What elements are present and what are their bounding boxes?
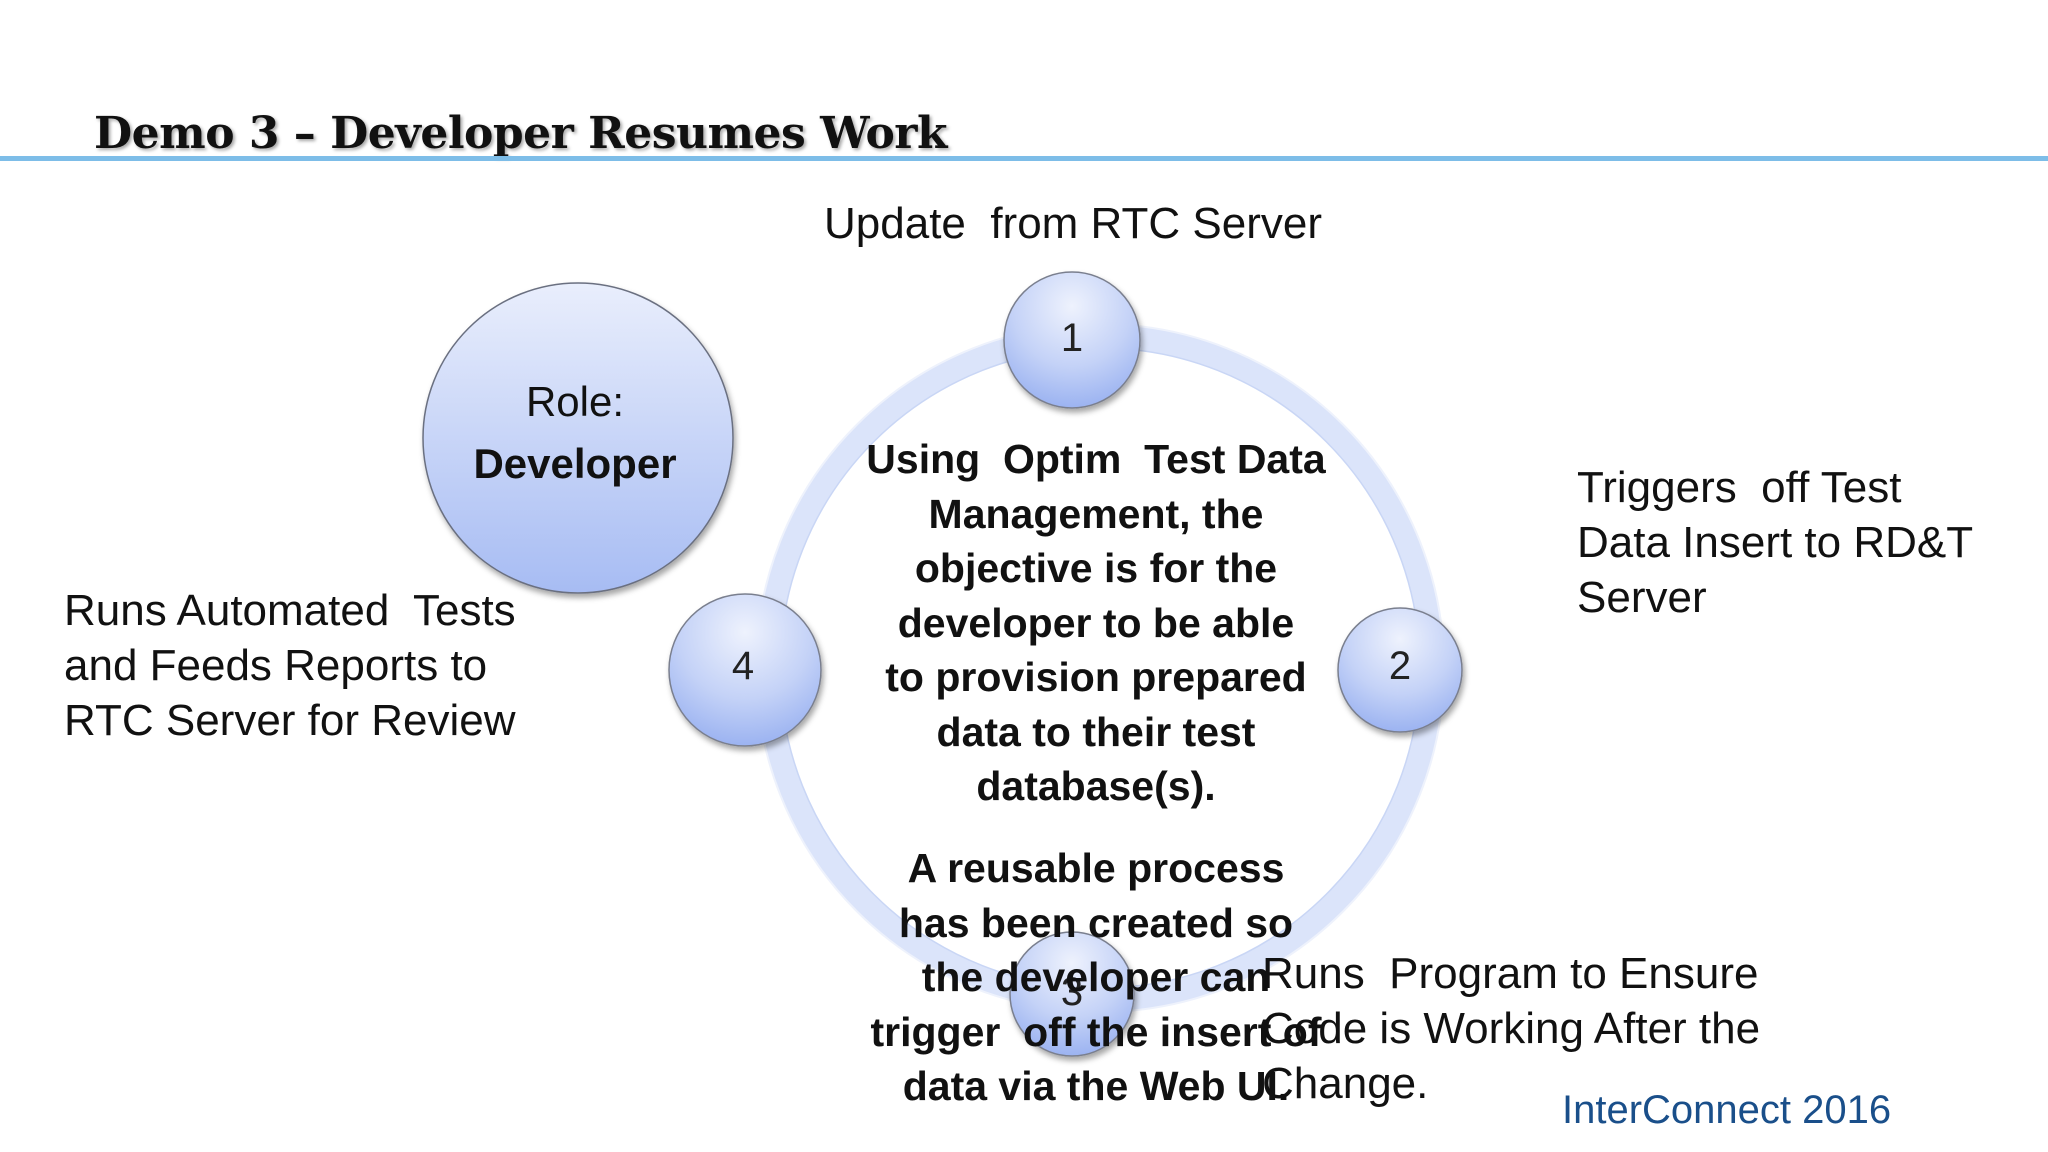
step-node-2 xyxy=(1337,607,1463,733)
interconnect-logo: InterConnect 2016 xyxy=(1562,1088,1892,1128)
role-circle xyxy=(422,282,734,594)
step-label-3: Runs Program to Ensure Code is Working A… xyxy=(1262,949,1761,1108)
step-label-1: Update from RTC Server xyxy=(824,199,1323,248)
step-node-3 xyxy=(1009,931,1135,1057)
step-number-3: 3 xyxy=(1060,970,1084,1014)
step-label-2: Triggers off Test Data Insert to RD&T Se… xyxy=(1577,463,1974,622)
role-name: Developer xyxy=(473,440,677,487)
step-number-2: 2 xyxy=(1388,644,1412,688)
role-label: Role: xyxy=(525,378,625,425)
step-label-4: Runs Automated Tests and Feeds Reports t… xyxy=(64,586,516,745)
step-node-1 xyxy=(1003,271,1141,409)
center-paragraph-1: Using Optim Test Data Management, the ob… xyxy=(866,436,1326,809)
title-underline xyxy=(0,156,2048,161)
step-number-1: 1 xyxy=(1060,316,1084,360)
step-number-4: 4 xyxy=(731,644,755,688)
step-node-4 xyxy=(668,593,822,747)
slide-title: Demo 3 – Developer Resumes Work xyxy=(94,108,947,159)
center-paragraph-2: A reusable process has been created so t… xyxy=(870,845,1322,1109)
